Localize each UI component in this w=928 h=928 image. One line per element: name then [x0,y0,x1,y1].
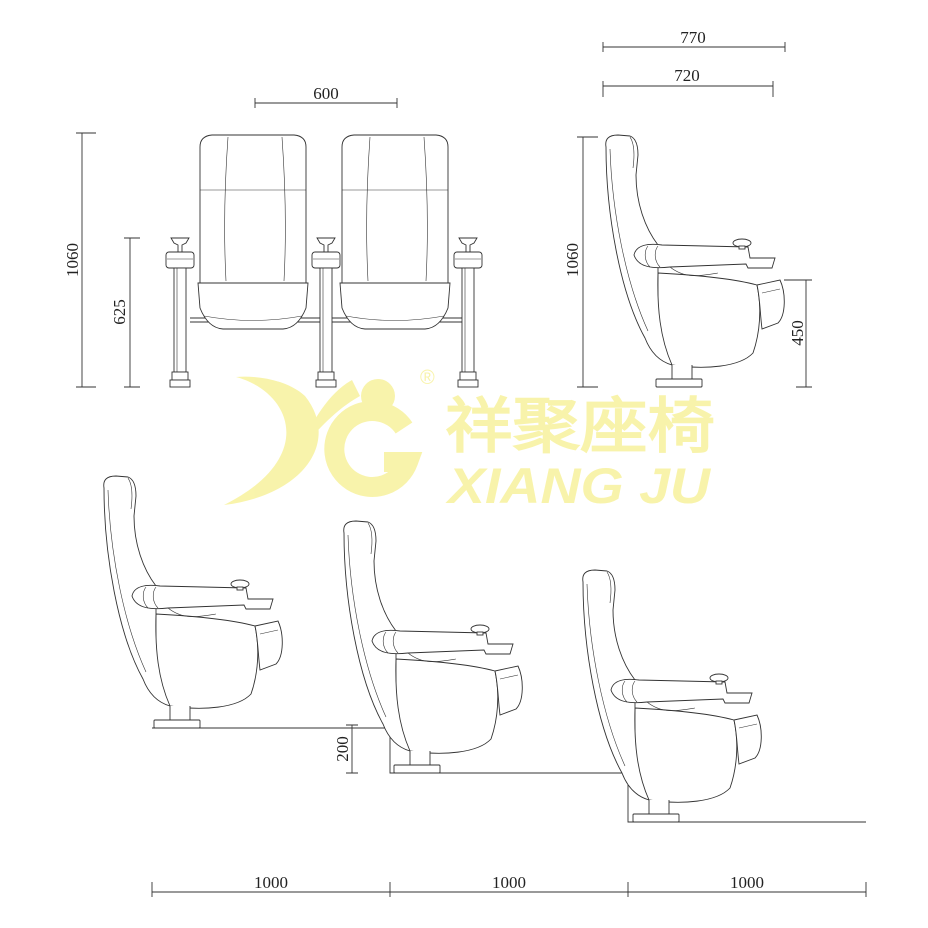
logo-g-ring [324,401,423,497]
front-view: 600 1060 625 [63,84,483,388]
dimension-depth-open: 770 [602,28,786,52]
logo-crescent-mark [224,376,319,505]
front-seat-left [197,134,309,330]
dimension-step-height-label: 200 [333,736,352,762]
dimension-height-front: 1060 [63,132,96,388]
logo-dot [361,379,395,413]
dimension-armrest-height-label: 625 [110,299,129,325]
dimension-width: 600 [254,84,398,108]
tier-1-chair [103,475,283,729]
armrest-post-middle [311,237,341,388]
dimension-depth-open-label: 770 [680,28,706,47]
dimension-width-label: 600 [313,84,339,103]
dimension-height-side-label: 1060 [563,243,582,277]
logo-brand-english: XIANG JU [445,458,712,514]
row-spacing-2-label: 1000 [492,873,526,892]
dimension-row-spacing: 1000 1000 1000 [151,873,867,897]
tiered-layout: 200 1000 1000 1000 [103,475,867,897]
front-seat-right [339,134,451,330]
dimension-seat-height: 450 [784,279,812,388]
armrest-post-right [453,237,483,388]
dimension-depth-closed: 720 [602,66,774,97]
armrest-post-left [165,237,195,388]
row-spacing-3-label: 1000 [730,873,764,892]
dimension-seat-height-label: 450 [788,320,807,346]
logo-x-stroke [300,380,360,450]
side-view: 770 720 1060 450 [563,28,812,388]
side-chair-top [605,134,785,388]
tier-2-chair [343,520,523,774]
logo-registered-mark: ® [420,367,435,389]
dimension-step-height: 200 [333,724,358,774]
dimension-height-side: 1060 [563,136,598,388]
tier-3-chair [582,569,762,823]
dimension-depth-closed-label: 720 [674,66,700,85]
logo-brand-chinese: 祥聚座椅 [445,392,715,462]
dimension-armrest-height: 625 [110,237,140,388]
row-spacing-1-label: 1000 [254,873,288,892]
dimension-height-front-label: 1060 [63,243,82,277]
brand-logo: ® 祥聚座椅 XIANG JU [224,367,715,514]
